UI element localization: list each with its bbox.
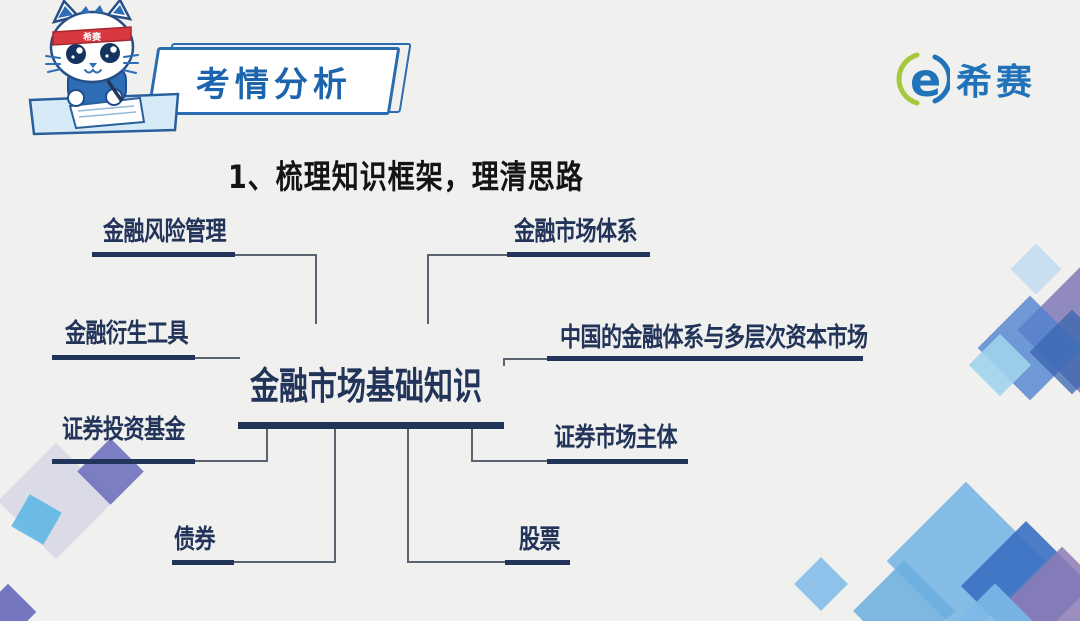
connector bbox=[427, 254, 509, 256]
mascot-paw bbox=[67, 89, 85, 107]
logo-e-mark: e bbox=[896, 52, 950, 106]
decor-diamond bbox=[794, 557, 848, 611]
branch-text: 中国的金融体系与多层次资本市场 bbox=[560, 322, 868, 352]
decor-diamond bbox=[0, 583, 37, 621]
connector bbox=[195, 357, 240, 359]
banner-title: 考情分析 bbox=[195, 64, 352, 105]
branch-label-securities-investment-funds: 证券投资基金 bbox=[62, 409, 186, 444]
underline-securities-investment-funds bbox=[52, 459, 195, 464]
branch-text: 债券 bbox=[174, 524, 216, 554]
paper-line bbox=[78, 111, 137, 118]
underline-bonds bbox=[172, 560, 234, 565]
mascot-pen bbox=[104, 76, 123, 102]
connector bbox=[427, 254, 429, 324]
connector bbox=[503, 358, 549, 360]
whisker bbox=[123, 54, 139, 58]
connector bbox=[503, 358, 505, 366]
branch-text: 证券投资基金 bbox=[62, 414, 186, 444]
eye-highlight bbox=[105, 54, 109, 58]
decor-diamond bbox=[1010, 243, 1062, 295]
logo-green-crescent bbox=[896, 52, 920, 106]
mascot-headband bbox=[52, 26, 132, 46]
branch-text: 股票 bbox=[519, 524, 561, 554]
logo-text: 希赛 bbox=[956, 62, 1037, 103]
connector bbox=[234, 561, 336, 563]
connector bbox=[235, 254, 317, 256]
connector bbox=[315, 254, 317, 324]
underline-financial-derivatives bbox=[52, 355, 195, 360]
center-topic-text: 金融市场基础知识 bbox=[250, 363, 483, 408]
branch-label-financial-risk-management: 金融风险管理 bbox=[103, 211, 227, 246]
eye-highlight bbox=[76, 47, 83, 54]
underline-stocks bbox=[505, 560, 570, 565]
branch-label-financial-market-system: 金融市场体系 bbox=[514, 211, 638, 246]
branch-label-china-financial-system: 中国的金融体系与多层次资本市场 bbox=[560, 317, 868, 352]
branch-label-securities-market-entities: 证券市场主体 bbox=[554, 417, 678, 452]
mascot-eye bbox=[100, 43, 120, 63]
whisker bbox=[122, 69, 137, 74]
connector bbox=[195, 460, 268, 462]
branch-text: 金融衍生工具 bbox=[65, 318, 189, 348]
whisker bbox=[47, 68, 62, 73]
connector bbox=[266, 429, 268, 461]
mascot-mouth bbox=[84, 68, 102, 74]
whisker bbox=[45, 55, 61, 59]
center-underline bbox=[238, 422, 504, 429]
mascot-ear-inner bbox=[58, 6, 73, 18]
branch-label-bonds: 债券 bbox=[174, 519, 216, 554]
headband-text: 希赛 bbox=[83, 31, 102, 43]
head-stripe bbox=[94, 5, 104, 13]
underline-financial-market-system bbox=[507, 252, 650, 257]
head-stripe bbox=[80, 6, 90, 13]
underline-china-financial-system bbox=[547, 356, 863, 361]
underline-securities-market-entities bbox=[547, 459, 688, 464]
connector bbox=[471, 460, 547, 462]
connector bbox=[334, 429, 336, 562]
slide-heading: 1、梳理知识框架，理清思路 bbox=[228, 151, 584, 196]
eye-highlight bbox=[110, 46, 117, 53]
mascot-nose bbox=[89, 63, 97, 68]
branch-label-financial-derivatives: 金融衍生工具 bbox=[65, 313, 189, 348]
paper-line bbox=[77, 105, 135, 112]
section-banner: 考情分析 bbox=[146, 47, 401, 115]
eye-highlight bbox=[71, 55, 75, 59]
branch-text: 金融市场体系 bbox=[514, 216, 638, 246]
heading-text: 1、梳理知识框架，理清思路 bbox=[228, 159, 584, 197]
mindmap-center-topic: 金融市场基础知识 bbox=[250, 356, 482, 408]
mascot-eye bbox=[66, 44, 86, 64]
connector bbox=[407, 561, 505, 563]
logo-e-letter: e bbox=[910, 53, 941, 106]
connector bbox=[407, 429, 409, 562]
mascot-ear-inner bbox=[113, 5, 125, 15]
xisai-logo: e 希赛 bbox=[896, 52, 1036, 106]
branch-label-stocks: 股票 bbox=[519, 519, 561, 554]
cat-mascot: 希赛 bbox=[28, 0, 180, 136]
branch-text: 金融风险管理 bbox=[103, 216, 227, 246]
logo-blue-crescent bbox=[932, 54, 950, 104]
branch-text: 证券市场主体 bbox=[554, 422, 678, 452]
underline-financial-risk-management bbox=[92, 252, 235, 257]
connector bbox=[471, 429, 473, 461]
